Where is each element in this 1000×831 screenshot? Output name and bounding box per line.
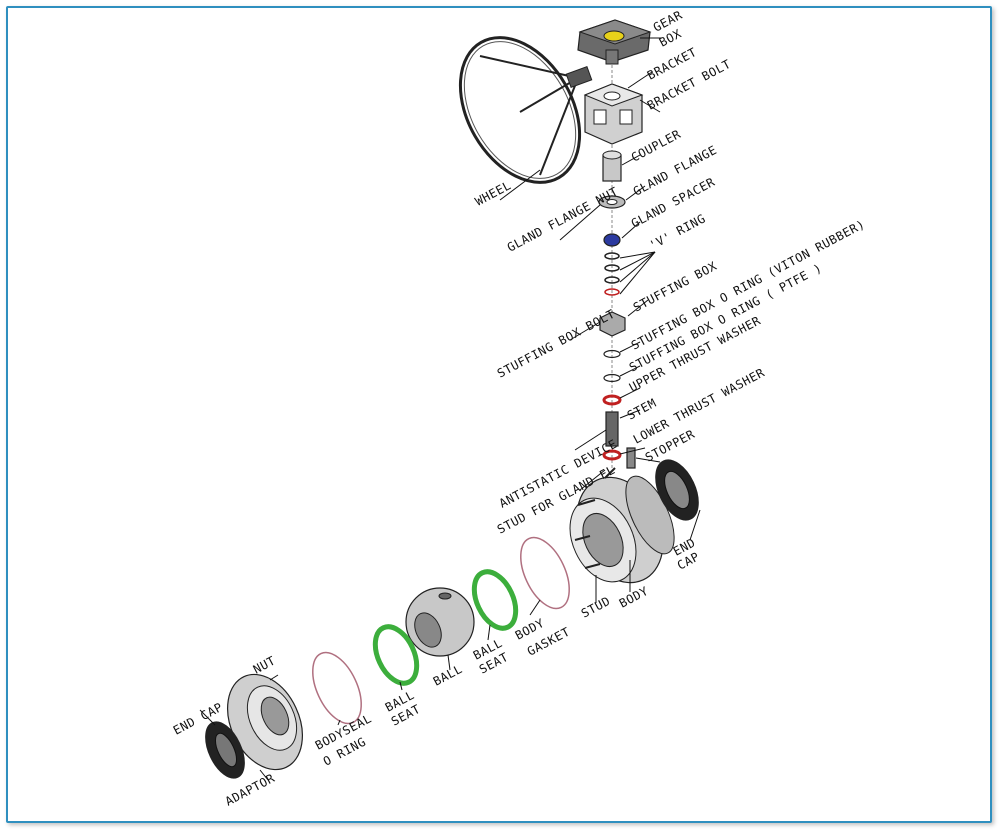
adaptor-part (227, 673, 303, 771)
diagram-frame (6, 6, 992, 823)
coupler-part (602, 150, 622, 182)
label-stem: STEM (625, 396, 659, 423)
stem-part (605, 411, 619, 447)
leader-lines (199, 37, 701, 781)
o-ring-ptfe-part (603, 373, 621, 383)
label-stuffing-box-o-ring-ptfe: STUFFING BOX O RING ( PTFE ) (627, 261, 825, 375)
label-wheel: WHEEL (473, 178, 514, 208)
bodyseal-o-ring-part (312, 651, 362, 725)
stuffing-box-part (599, 311, 626, 337)
label-stuffing-box-bolt: STUFFING BOX BOLT (495, 307, 618, 381)
ball-part (405, 587, 475, 657)
label-nut: NUT (251, 653, 278, 676)
v-ring-parts (604, 252, 620, 296)
body-part (569, 467, 675, 584)
ball-seat-right-part (471, 569, 519, 631)
body-gasket-part (520, 536, 570, 610)
end-cap-right-part (655, 459, 699, 521)
wheel-part (458, 36, 593, 184)
label-gland-flange-nut: GLAND FLANGE NUT (505, 184, 621, 254)
end-cap-left-part (205, 721, 245, 779)
gland-spacer-part (603, 233, 621, 247)
bracket-part (583, 83, 644, 145)
stuffing-box-o-ring-part (603, 349, 621, 359)
label-body: BODY (617, 584, 651, 611)
stopper-part (626, 447, 636, 469)
lower-thrust-washer-part (602, 449, 622, 461)
label-ball: BALL (431, 662, 465, 689)
ball-seat-left-part (372, 624, 420, 686)
gland-flange-hole (606, 199, 618, 205)
gear-box-part (577, 19, 652, 65)
upper-thrust-washer-part (602, 394, 622, 406)
